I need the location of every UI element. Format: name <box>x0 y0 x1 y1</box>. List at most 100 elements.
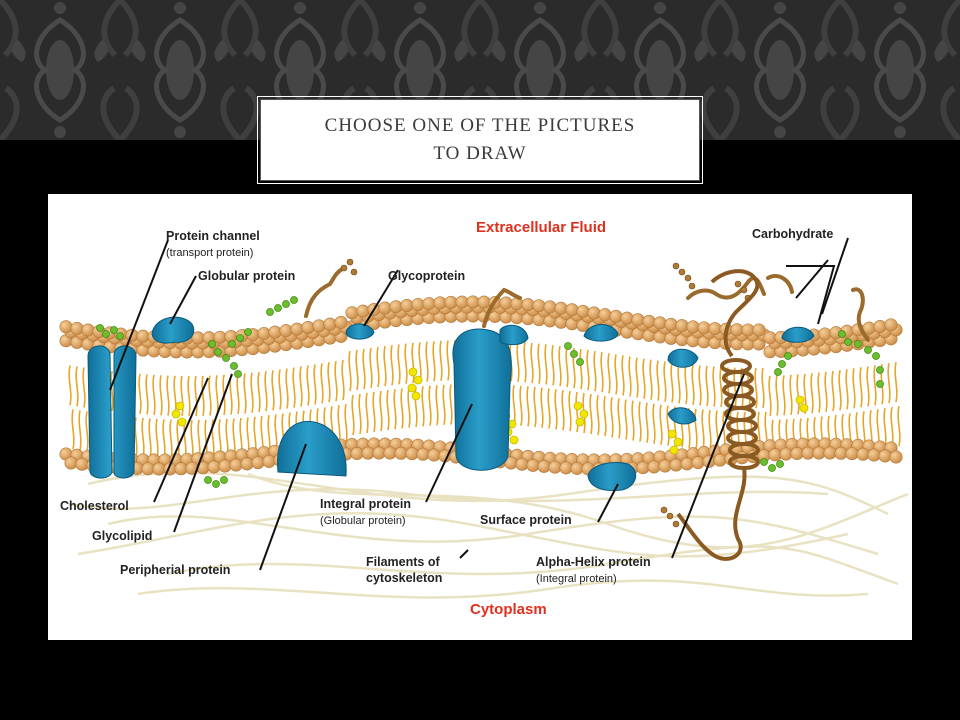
phospholipid-head <box>515 457 529 471</box>
phospholipid-head <box>708 322 722 336</box>
peripheral-protein-shape <box>277 420 347 477</box>
lipid-tail <box>691 364 695 405</box>
lipid-tail <box>754 367 758 409</box>
lipid-tail <box>523 342 527 383</box>
lipid-tail <box>600 352 604 393</box>
phospholipid-head <box>609 309 623 323</box>
structure-labels: Protein channel (transport protein) Glob… <box>60 227 833 585</box>
lipid-tail <box>897 405 901 447</box>
lipid-tail <box>393 389 397 430</box>
lipid-tail <box>432 341 436 382</box>
lipid-tail <box>215 375 219 416</box>
small-protein-shape-4 <box>667 407 697 425</box>
phospholipid-head <box>532 299 546 313</box>
lipid-tail <box>586 349 590 391</box>
phospholipid-head <box>741 323 755 337</box>
lipid-tail <box>75 366 79 407</box>
phospholipid-head <box>416 447 430 461</box>
lipid-tail <box>155 418 159 460</box>
lipid-tail <box>852 368 856 409</box>
lipid-tail <box>866 366 870 407</box>
lipid-tail <box>628 356 632 397</box>
phospholipid-head <box>521 298 535 312</box>
lipid-tail <box>684 363 688 405</box>
cholesterol-label: Cholesterol <box>60 499 129 513</box>
lipid-tail <box>334 361 338 402</box>
lipid-tail <box>138 373 142 415</box>
phospholipid-head <box>251 456 265 470</box>
carbohydrate-chains <box>304 266 870 342</box>
phospholipid-head <box>576 304 590 318</box>
phospholipid-head <box>653 316 667 330</box>
lipid-tail <box>782 375 786 416</box>
lipid-tail <box>449 384 453 425</box>
lipid-tail <box>516 341 520 382</box>
phospholipid-head <box>768 448 782 462</box>
phospholipid-head <box>433 296 447 310</box>
phospholipid-head <box>598 308 612 322</box>
lipid-tail <box>383 345 387 387</box>
phospholipid-head <box>834 446 848 460</box>
lipid-tail <box>351 394 355 436</box>
phospholipid-head <box>664 317 678 331</box>
phospholipid-head <box>565 303 579 317</box>
phospholipid-head <box>675 319 689 333</box>
lipid-tail <box>169 419 173 460</box>
phospholipid-head <box>411 297 425 311</box>
lipid-tail <box>887 362 891 404</box>
phospholipid-head <box>537 459 551 473</box>
lipid-tail <box>603 396 607 437</box>
lipid-tail <box>677 363 681 404</box>
lipid-tail <box>148 418 152 459</box>
lipid-tail <box>369 347 373 389</box>
lipid-tail <box>386 389 390 431</box>
lipid-tail <box>362 348 366 390</box>
small-protein-shape-2 <box>667 348 699 368</box>
integral-protein-label: Integral protein <box>320 497 411 511</box>
phospholipid-head <box>350 447 364 461</box>
lipid-tail <box>554 389 558 430</box>
phospholipid-head <box>279 324 293 338</box>
lipid-tail <box>236 373 240 415</box>
phospholipid-head <box>75 457 89 471</box>
lipid-tail <box>890 406 894 448</box>
phospholipid-head <box>394 446 408 460</box>
surface-protein-shape <box>587 462 637 491</box>
phospholipid-head <box>548 460 562 474</box>
lipid-tail <box>558 345 562 387</box>
phospholipid-head <box>554 301 568 315</box>
small-protein-shape-3 <box>781 326 815 343</box>
lipid-tail <box>551 345 555 386</box>
alpha-helix-protein <box>676 269 760 561</box>
lipid-tail <box>712 366 716 407</box>
phospholipid-head <box>499 296 513 310</box>
lipid-tail <box>85 411 89 452</box>
lipid-tail <box>134 417 138 458</box>
lipid-tail <box>327 362 331 403</box>
phospholipid-head <box>444 295 458 309</box>
alpha-helix-label: Alpha-Helix protein <box>536 555 651 569</box>
lipid-tail <box>187 375 191 417</box>
lipid-tail <box>575 391 579 433</box>
lipid-tail <box>649 359 653 400</box>
lipid-tail <box>411 342 415 384</box>
lipid-tail <box>292 367 296 408</box>
phospholipid-head <box>345 306 359 320</box>
lipid-tail <box>565 346 569 388</box>
phospholipid-head <box>763 331 777 345</box>
lipid-tail <box>285 368 289 409</box>
lipid-tail <box>442 384 446 425</box>
lipid-tail <box>348 350 352 392</box>
lipid-tail <box>519 385 523 426</box>
lipid-tail <box>180 375 184 417</box>
alpha-helix-sublabel: (Integral protein) <box>536 573 617 585</box>
lipid-tail <box>666 405 670 446</box>
lipid-tail <box>306 365 310 406</box>
glycoprotein-shape <box>345 323 375 340</box>
lipid-tail <box>78 410 82 451</box>
lipid-tail <box>540 387 544 428</box>
lipid-tail <box>775 375 779 416</box>
lipid-tail <box>645 402 649 443</box>
lipid-tail <box>435 385 439 426</box>
lipid-tail <box>705 365 709 407</box>
